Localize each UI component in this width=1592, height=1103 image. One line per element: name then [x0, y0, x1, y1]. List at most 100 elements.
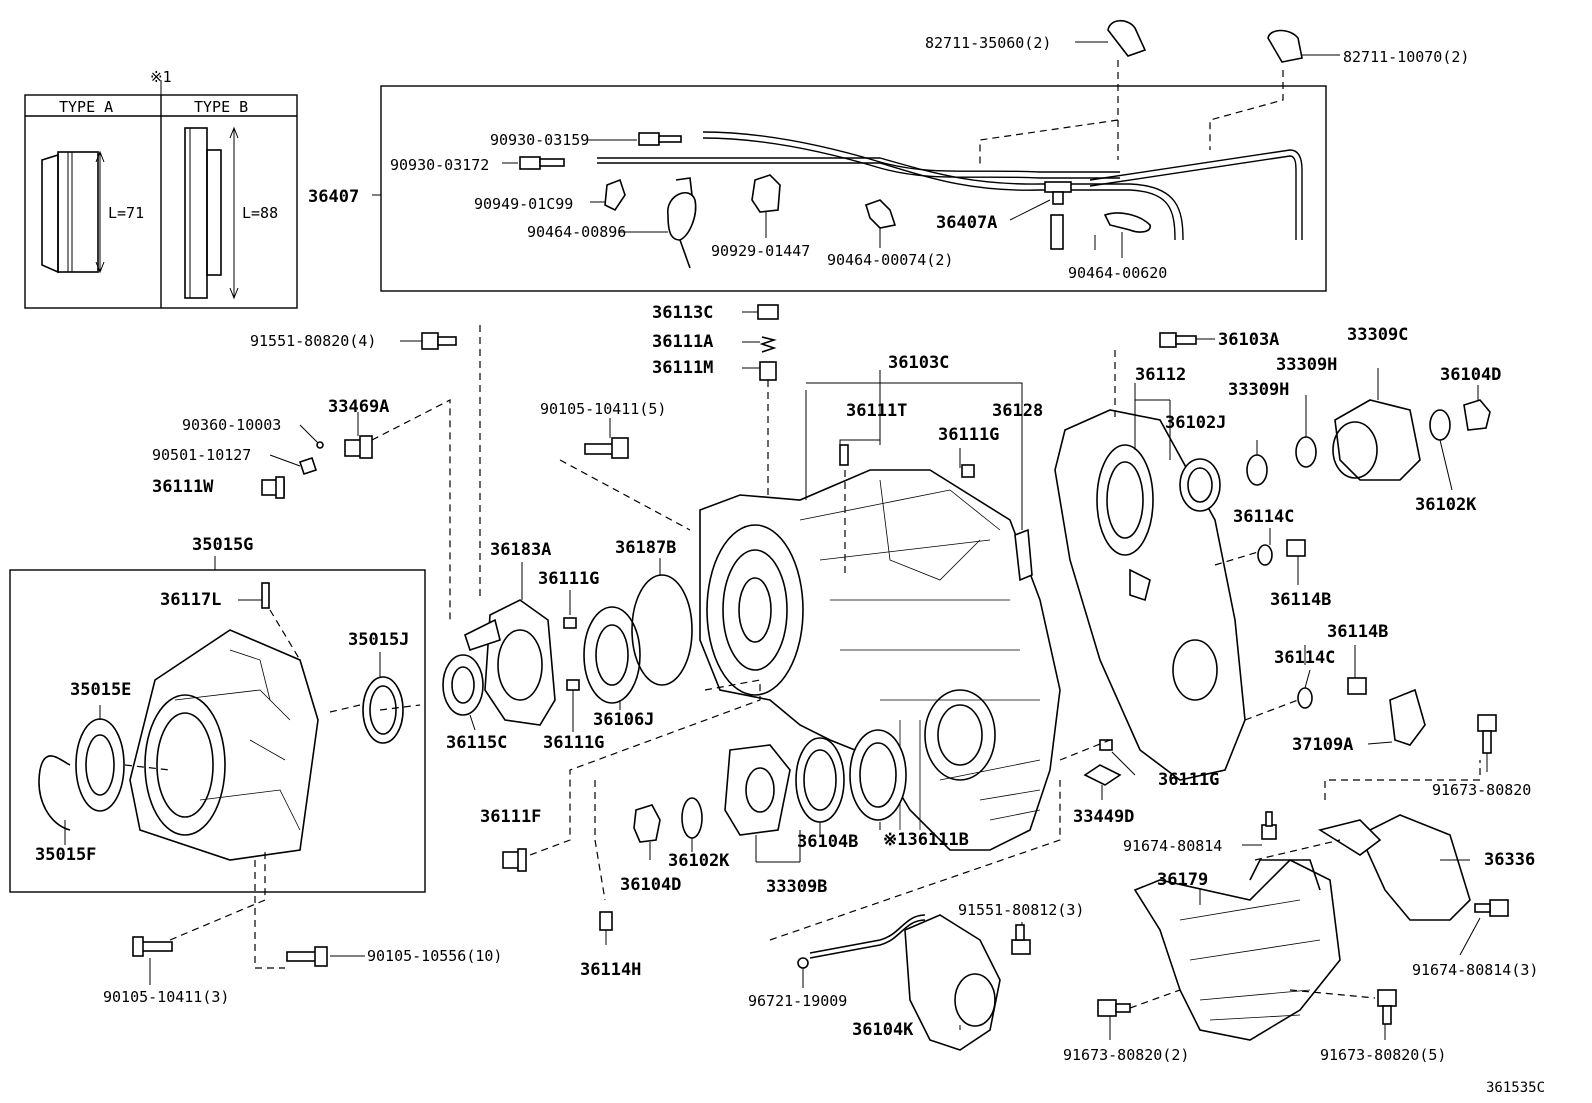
label-90105-10411-3: 90105-10411(3)	[103, 988, 229, 1006]
label-35015f: 35015F	[35, 845, 96, 865]
label-90464-00896: 90464-00896	[527, 223, 626, 241]
type-b-seal-drawing	[184, 126, 239, 300]
label-90930-03172: 90930-03172	[390, 156, 489, 174]
label-36111t: 36111T	[846, 401, 907, 421]
label-36102k-right: 36102K	[1415, 495, 1477, 515]
label-33469a: 33469A	[328, 397, 389, 417]
skid-plate-36179	[1133, 859, 1341, 1041]
label-91673-80820-right: 91673-80820	[1432, 781, 1531, 799]
label-36111g-top: 36111G	[938, 425, 999, 445]
pipe-36128	[1014, 528, 1033, 582]
o-ring-36102k-right	[1429, 409, 1451, 441]
spacer-33309h-1	[1246, 454, 1268, 486]
union-bolt-90930-03172	[519, 156, 565, 170]
label-90930-03159: 90930-03159	[490, 131, 589, 149]
extension-housing-group	[9, 556, 426, 893]
clip-90464-00074	[865, 199, 897, 229]
bracket-37109a	[1389, 688, 1426, 746]
label-90929-01447: 90929-01447	[711, 242, 810, 260]
nut-36104d-right	[1463, 399, 1491, 431]
label-33449d: 33449D	[1073, 807, 1134, 827]
label-90105-10411-5: 90105-10411(5)	[540, 400, 666, 418]
label-90949-01c99: 90949-01C99	[474, 195, 573, 213]
seal-36111b	[849, 729, 907, 821]
plug-33469a	[344, 435, 373, 459]
cover-36104k	[904, 914, 1001, 1051]
clip-90949-01c99	[604, 178, 626, 212]
label-36104k: 36104K	[852, 1020, 914, 1040]
o-ring-96721-19009	[797, 957, 809, 969]
label-36102j: 36102J	[1165, 413, 1226, 433]
label-90501-10127: 90501-10127	[152, 446, 251, 464]
label-36128: 36128	[992, 401, 1043, 421]
bolt-91673-80820-2	[1097, 999, 1131, 1017]
label-91674-80814-3: 91674-80814(3)	[1412, 961, 1538, 979]
bolt-91551-80820	[421, 332, 457, 350]
plug-36114h	[599, 911, 613, 931]
label-36114b-2: 36114B	[1327, 622, 1388, 642]
pin-36111g-a	[563, 617, 577, 629]
label-91673-80820-5: 91673-80820(5)	[1320, 1046, 1446, 1064]
label-36117l: 36117L	[160, 590, 221, 610]
label-90464-00620: 90464-00620	[1068, 264, 1167, 282]
gasket-33449d	[1083, 764, 1122, 786]
label-36111w: 36111W	[152, 477, 214, 497]
label-35015e: 35015E	[70, 680, 131, 700]
transfer-case	[699, 469, 1061, 851]
label-36103a: 36103A	[1218, 330, 1279, 350]
label-33309b: 33309B	[766, 877, 827, 897]
label-33309h-2: 33309H	[1276, 355, 1337, 375]
o-ring-36187b	[631, 574, 693, 686]
spacer-33309h-2	[1295, 436, 1317, 468]
part-labels: 82711-35060(2) 82711-10070(2) 36407 9093…	[35, 34, 1545, 1096]
label-90360-10003: 90360-10003	[182, 416, 281, 434]
type-b-length: L=88	[242, 204, 278, 222]
bolt-91551-80812	[1011, 924, 1031, 955]
label-91673-80820-2: 91673-80820(2)	[1063, 1046, 1189, 1064]
bearing-35015e	[75, 718, 125, 812]
protector-36336	[1358, 814, 1471, 921]
label-36114b-1: 36114B	[1270, 590, 1331, 610]
clamp-82711-10070	[1267, 29, 1303, 63]
label-36111a: 36111A	[652, 332, 713, 352]
label-36111f: 36111F	[480, 807, 541, 827]
label-36111b: ※136111B	[883, 830, 969, 850]
pin-36111t	[839, 444, 849, 466]
clamp-82711-35060	[1107, 19, 1147, 57]
spring-36111a	[759, 336, 777, 353]
label-36111g-left-top: 36111G	[538, 569, 599, 589]
plug-36114b-1	[1286, 539, 1306, 557]
label-36113c: 36113C	[652, 303, 713, 323]
washer-36114c-1	[1257, 544, 1273, 566]
bolt-90105-10411-3	[132, 936, 173, 957]
bolt-91673-80820-5	[1377, 989, 1397, 1025]
label-36102k-bottom: 36102K	[668, 851, 730, 871]
label-36111g-left-bottom: 36111G	[543, 733, 604, 753]
snap-ring-35015f	[38, 755, 71, 831]
label-37109a: 37109A	[1292, 735, 1353, 755]
label-36179: 36179	[1157, 870, 1208, 890]
clamp-90464-00896	[667, 192, 697, 241]
label-35015g: 35015G	[192, 535, 253, 555]
label-36103c: 36103C	[888, 353, 949, 373]
label-91551-80812: 91551-80812(3)	[958, 901, 1084, 919]
clip-90929-01447	[751, 174, 781, 213]
label-36104d-right: 36104D	[1440, 365, 1501, 385]
label-36114h: 36114H	[580, 960, 641, 980]
label-33309h-1: 33309H	[1228, 380, 1289, 400]
o-ring-36102k-bottom	[681, 797, 703, 839]
union-bolt-90930-03159	[638, 132, 682, 146]
label-36407: 36407	[308, 187, 359, 207]
label-91551-80820: 91551-80820(4)	[250, 332, 376, 350]
type-inset-box: ※1 TYPE A TYPE B L=71 L=88	[24, 68, 298, 309]
label-36115c: 36115C	[446, 733, 507, 753]
label-82711-10070: 82711-10070(2)	[1343, 48, 1469, 66]
gear-36106j	[583, 606, 641, 704]
nut-36104d-bottom	[633, 804, 661, 843]
pin-36111g-b	[566, 679, 580, 691]
label-36111g-right: 36111G	[1158, 770, 1219, 790]
type-a-seal-drawing	[41, 150, 105, 274]
plug-36111f	[502, 848, 527, 872]
